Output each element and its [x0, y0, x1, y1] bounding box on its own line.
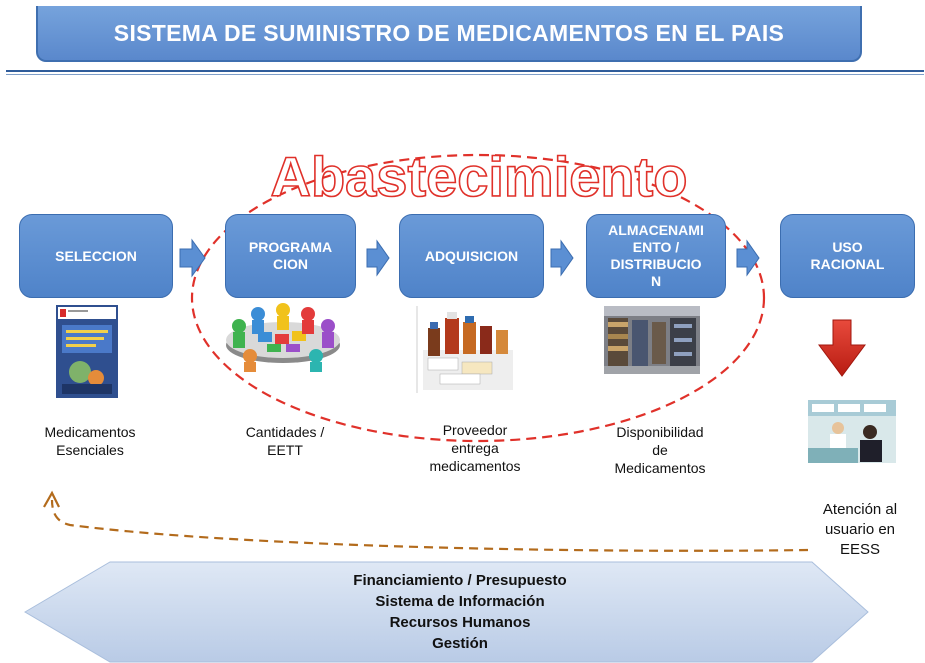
flow-arrow	[366, 239, 390, 277]
flow-arrow	[736, 239, 760, 277]
support-item: Sistema de Información	[375, 593, 545, 610]
title-banner: SISTEMA DE SUMINISTRO DE MEDICAMENTOS EN…	[36, 6, 862, 62]
caption-atencion-usuario: Atención al usuario en EESS	[800, 500, 920, 560]
caption-line: Cantidades /	[245, 424, 325, 440]
flow-arrow	[179, 238, 206, 278]
caption-line: Proveedor	[442, 422, 508, 438]
step-adquisicion: ADQUISICION	[399, 214, 544, 298]
caption-line: entrega	[451, 440, 499, 456]
title-rule-thin	[6, 74, 924, 75]
caption-line: medicamentos	[429, 458, 521, 474]
abastecimiento-ellipse	[190, 153, 766, 443]
medicines-image	[416, 306, 513, 393]
warehouse-image	[604, 306, 700, 374]
abastecimiento-label-svg: Abastecimiento	[270, 144, 689, 209]
meeting-table-image	[226, 303, 340, 372]
caption-line: de	[652, 442, 668, 458]
caption-cantidades-eett: Cantidades / EETT	[215, 423, 355, 459]
feedback-arrow	[50, 499, 809, 552]
caption-line: EETT	[267, 442, 303, 458]
page-title: SISTEMA DE SUMINISTRO DE MEDICAMENTOS EN…	[113, 19, 785, 46]
feedback-arrowhead	[43, 490, 60, 508]
support-band-text: Financiamiento / Presupuesto Sistema de …	[200, 570, 720, 654]
step-label-line: ALMACENAMI	[608, 222, 704, 238]
support-item: Financiamiento / Presupuesto	[353, 572, 567, 589]
flow-arrow	[550, 239, 574, 277]
book-cover-image	[56, 305, 118, 398]
caption-line: EESS	[839, 541, 881, 558]
step-label-line: RACIONAL	[810, 256, 885, 272]
caption-line: Atención al	[822, 501, 898, 518]
step-label-line: USO	[832, 239, 863, 255]
step-label-line: N	[650, 273, 662, 289]
step-programacion: PROGRAMA CION	[225, 214, 356, 298]
caption-line: usuario en	[824, 521, 896, 538]
support-item: Gestión	[432, 635, 488, 652]
step-seleccion: SELECCION	[19, 214, 173, 298]
support-item: Recursos Humanos	[389, 614, 531, 631]
step-label-line: PROGRAMA	[248, 239, 333, 255]
step-label-line: ENTO /	[632, 239, 680, 255]
abastecimiento-label-box: Abastecimiento	[261, 138, 697, 210]
caption-line: Esenciales	[56, 442, 124, 458]
step-uso-racional: USO RACIONAL	[780, 214, 915, 298]
caption-medicamentos-esenciales: Medicamentos Esenciales	[20, 423, 160, 459]
caption-disponibilidad: Disponibilidad de Medicamentos	[590, 423, 730, 477]
caption-proveedor: Proveedor entrega medicamentos	[405, 421, 545, 475]
caption-line: Disponibilidad	[616, 424, 704, 440]
step-almacenamiento-distribucion: ALMACENAMI ENTO / DISTRIBUCIO N	[586, 214, 726, 298]
title-rule	[6, 70, 924, 72]
step-label: ADQUISICION	[424, 247, 519, 264]
abastecimiento-label: Abastecimiento	[271, 145, 688, 208]
caption-line: Medicamentos	[614, 460, 706, 476]
support-band	[24, 561, 869, 663]
pharmacy-counter-image	[808, 400, 896, 463]
down-arrow	[818, 319, 866, 377]
step-label-line: CION	[272, 256, 308, 272]
caption-line: Medicamentos	[44, 424, 136, 440]
step-label: SELECCION	[55, 247, 137, 264]
step-label-line: DISTRIBUCIO	[610, 256, 702, 272]
